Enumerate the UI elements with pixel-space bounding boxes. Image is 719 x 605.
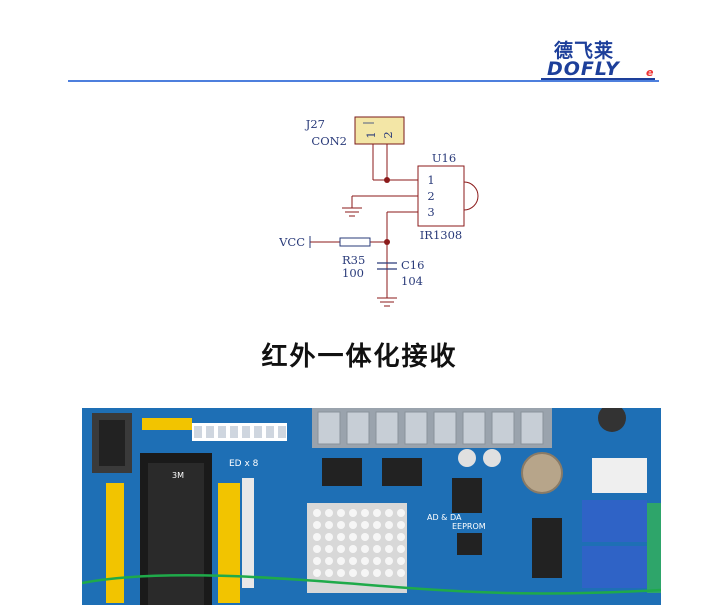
connector-ref-label: J27 bbox=[305, 117, 325, 131]
dev-board-illustration: ED x 8 AD & DA EEPROM 3M bbox=[82, 408, 661, 605]
resistor-body bbox=[339, 237, 371, 247]
connector-pin-1: 1 bbox=[364, 131, 378, 138]
dev-board-photo: ED x 8 AD & DA EEPROM 3M bbox=[82, 408, 661, 605]
connector-value-label: CON2 bbox=[311, 134, 347, 148]
ic-ref-label: U16 bbox=[432, 151, 456, 165]
board-label-eeprom: EEPROM bbox=[452, 522, 486, 531]
connector-pin-2: 2 bbox=[381, 131, 395, 138]
vcc-label: VCC bbox=[278, 235, 305, 249]
connector-body bbox=[354, 116, 405, 145]
capacitor-value-label: 104 bbox=[401, 274, 423, 288]
brand-logo-chinese: 德飞莱 bbox=[554, 40, 615, 62]
figure-caption: 红外一体化接收 bbox=[261, 342, 458, 372]
ic-pin-2: 2 bbox=[427, 189, 434, 203]
board-label-3m: 3M bbox=[172, 471, 184, 480]
ic-pin-3: 3 bbox=[427, 205, 434, 219]
resistor-value-label: 100 bbox=[342, 266, 364, 280]
board-label-ad: AD & DA bbox=[427, 513, 462, 522]
capacitor-ref-label: C16 bbox=[401, 258, 424, 272]
ground-symbol bbox=[377, 297, 397, 307]
junction-dot bbox=[384, 239, 390, 245]
ic-pin-1: 1 bbox=[427, 173, 434, 187]
ir-receiver-schematic: J27 CON2 1 2 U16 1 2 3 IR1308 VCC R35 10… bbox=[278, 116, 479, 307]
schematic-wires bbox=[310, 144, 418, 298]
brand-logo-e-mark: e bbox=[646, 66, 654, 79]
header-divider bbox=[68, 80, 659, 82]
ic-value-label: IR1308 bbox=[420, 228, 462, 242]
logo-underline bbox=[541, 78, 655, 80]
junction-dot bbox=[384, 177, 390, 183]
capacitor-symbol bbox=[377, 262, 397, 270]
ground-symbol bbox=[342, 207, 362, 217]
ic-lens-dome bbox=[463, 181, 479, 211]
brand-logo-english: DOFLY bbox=[547, 58, 620, 80]
ic-body bbox=[417, 165, 465, 227]
resistor-ref-label: R35 bbox=[342, 253, 365, 267]
board-label-ed: ED x 8 bbox=[229, 459, 259, 469]
